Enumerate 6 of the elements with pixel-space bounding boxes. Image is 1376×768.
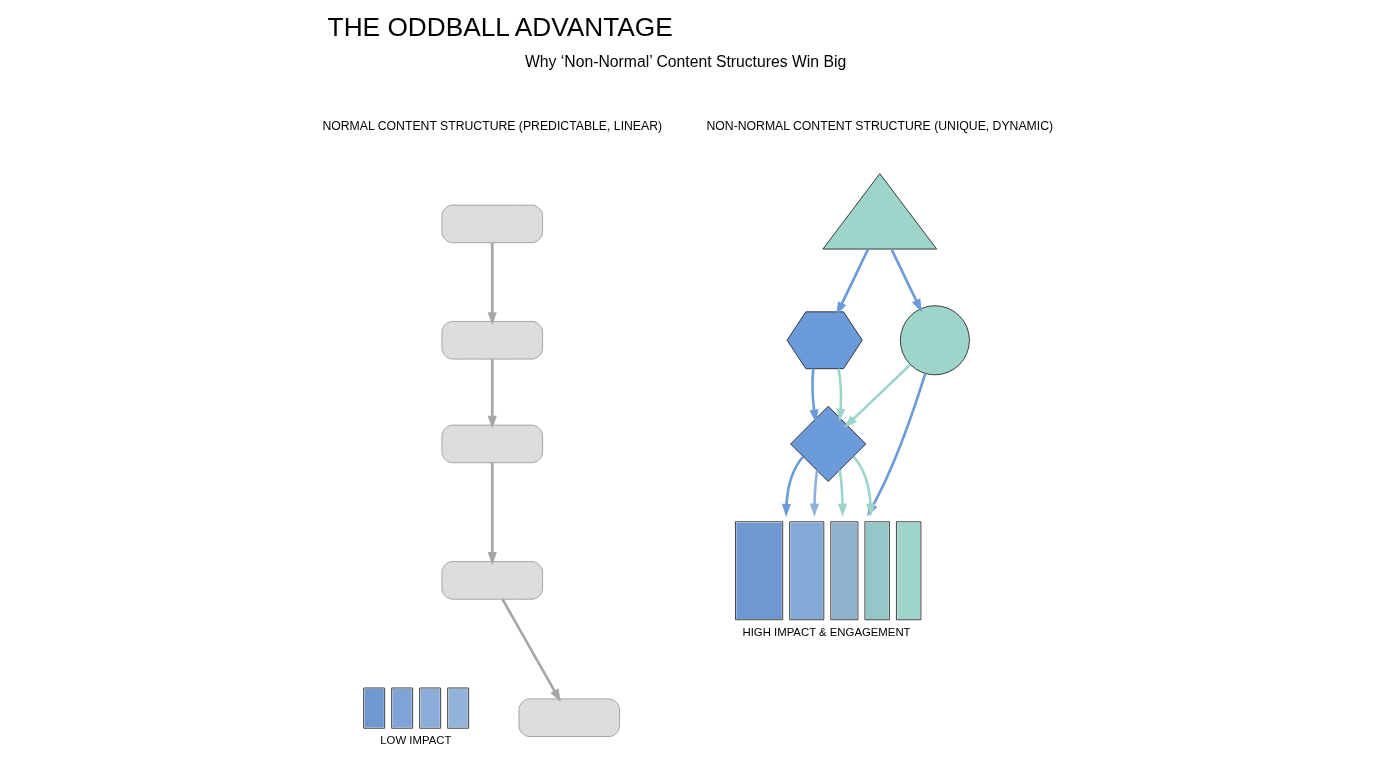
label: LOW IMPACT (380, 734, 452, 747)
label: Why ‘Non-Normal’ Content Structures Win Big (524, 53, 847, 71)
label: NON-NORMAL CONTENT STRUCTURE (UNIQUE, DYNAMIC) (706, 118, 1054, 133)
diagram-title: THE ODDBALL ADVANTAGE (327, 12, 673, 43)
node-label: HIGH IMPACT & ENGAGEMENT (742, 625, 911, 638)
label: NORMAL CONTENT STRUCTURE (PREDICTABLE, LINEAR) (322, 118, 663, 133)
